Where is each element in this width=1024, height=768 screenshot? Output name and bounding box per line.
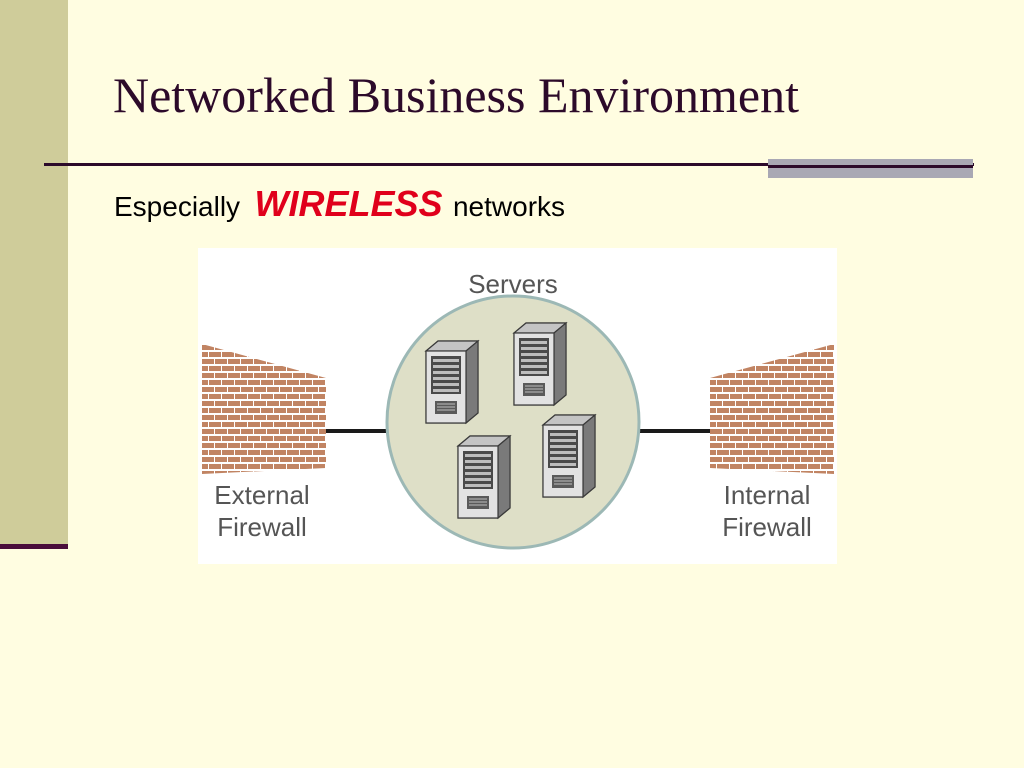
internal-firewall-icon [710,344,834,474]
slide-subtitle: Especially WIRELESS networks [114,183,565,225]
server-icon [542,414,596,498]
external-firewall-icon [202,344,326,474]
external-firewall-label-line1: External [214,480,309,510]
network-diagram: Servers External Firewall Internal Firew… [198,248,837,564]
internal-firewall-label-line2: Firewall [722,512,812,542]
server-icon [513,322,567,406]
divider-accent [768,159,973,178]
server-icon [457,435,511,519]
subtitle-lead: Especially [114,191,241,222]
internal-firewall-label-line1: Internal [724,480,811,510]
title-divider [44,163,974,166]
subtitle-emphasis: WIRELESS [254,183,443,224]
subtitle-tail: networks [452,191,566,222]
left-decorative-bar [0,0,68,548]
left-bar-accent [0,544,68,549]
slide-title: Networked Business Environment [113,67,800,123]
servers-label: Servers [468,269,558,299]
external-firewall-label-line2: Firewall [217,512,307,542]
server-icon [425,340,479,424]
server-cluster-circle [385,294,641,550]
